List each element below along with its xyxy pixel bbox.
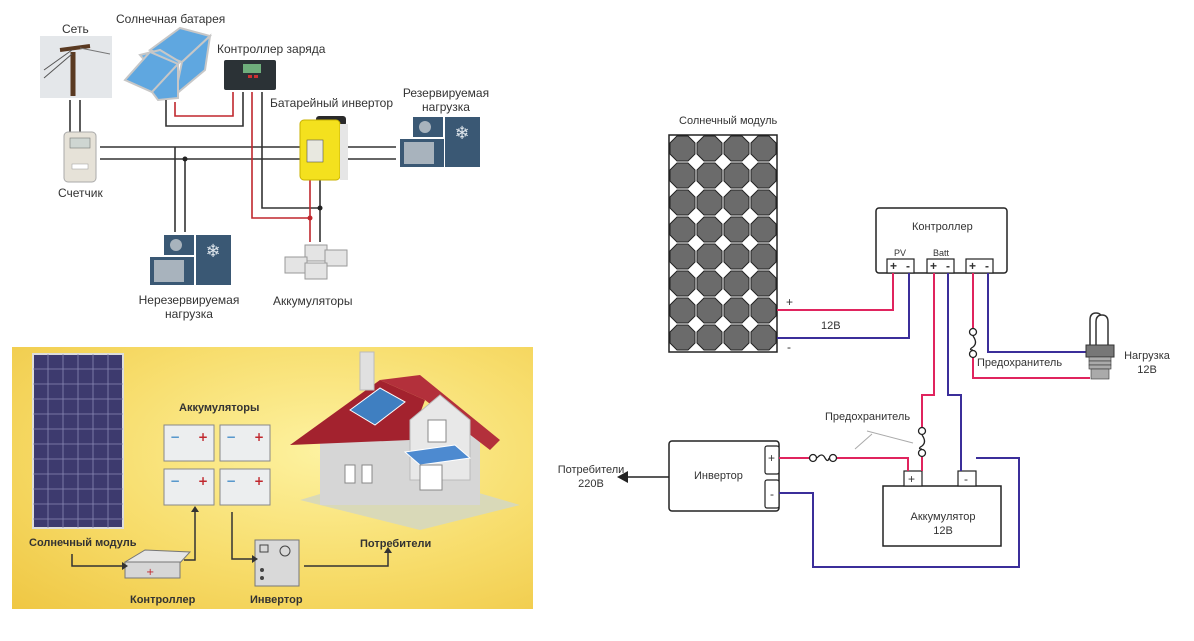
electric-meter-icon	[63, 131, 97, 183]
module-plus: +	[786, 295, 794, 309]
svg-text:+: +	[254, 474, 264, 488]
svg-text:−: −	[170, 474, 180, 488]
battery-inverter-icon	[299, 116, 348, 181]
svg-text:−: −	[170, 430, 180, 444]
svg-text:+: +	[198, 430, 208, 444]
arrow-head	[252, 555, 258, 563]
module-minus: -	[787, 340, 791, 354]
svg-text:−: −	[226, 474, 236, 488]
label-unreserved-load: Нерезервируемая нагрузка	[138, 293, 240, 321]
arrow-head	[191, 506, 199, 512]
label-solar-battery: Солнечная батарея	[116, 12, 226, 26]
svg-text:❄: ❄	[454, 123, 469, 144]
reserved-load-icon: ❄	[400, 117, 480, 167]
svg-text:+: +	[146, 567, 154, 578]
label-load: Нагрузка 12В	[1124, 350, 1170, 376]
pv-minus: -	[906, 259, 910, 273]
load-plus: +	[969, 259, 977, 273]
controller-box-icon: +	[123, 549, 192, 579]
label-inverter: Инвертор	[694, 470, 743, 482]
solar-module-icon	[32, 353, 124, 529]
solar-panels-icon	[123, 26, 213, 102]
dark-wires	[69, 92, 396, 242]
solar-module-schematic	[668, 134, 778, 353]
label-solar-module: Солнечный модуль	[679, 115, 778, 127]
fuse-battery-icon	[917, 426, 927, 458]
inverter-box-icon	[254, 539, 300, 587]
label-controller-bottom: Контроллер	[130, 594, 196, 606]
label-batteries-top: Аккумуляторы	[273, 294, 353, 308]
label-batteries-bottom: Аккумуляторы	[179, 402, 260, 414]
label-voltage-12v: 12В	[821, 320, 841, 332]
offgrid-diagram: − + − + − + − + +	[32, 351, 520, 587]
svg-text:❄: ❄	[205, 241, 220, 262]
label-inverter-bottom: Инвертор	[250, 594, 303, 606]
svg-text:+: +	[254, 430, 264, 444]
label-battery-inverter: Батарейный инвертор	[270, 96, 394, 110]
grid-tie-diagram: ❄ ❄	[40, 26, 480, 285]
arrow-head	[122, 562, 128, 570]
unreserved-load-icon: ❄	[150, 235, 231, 285]
label-grid: Сеть	[62, 22, 89, 36]
batteries-icon	[284, 244, 348, 280]
label-reserved-load: Резервируемая нагрузка	[402, 86, 490, 114]
label-battery: Аккумулятор 12В	[910, 511, 976, 537]
label-charge-controller: Контроллер заряда	[217, 42, 326, 56]
power-pole-icon	[40, 36, 112, 98]
label-meter: Счетчик	[58, 186, 103, 200]
batt-plus: +	[930, 259, 938, 273]
inverter-plus: +	[768, 451, 776, 465]
svg-text:−: −	[226, 430, 236, 444]
load-minus: -	[985, 259, 989, 273]
fuse-inverter-icon	[808, 453, 838, 463]
label-fuse-load: Предохранитель	[977, 357, 1063, 369]
label-consumers-bottom: Потребители	[360, 538, 432, 550]
charge-controller-icon	[224, 60, 276, 90]
house-icon	[290, 351, 520, 530]
batt-minus: -	[946, 259, 950, 273]
battery-plus: +	[908, 472, 916, 486]
arrow-head	[384, 547, 392, 553]
pv-plus: +	[890, 259, 898, 273]
fuse-load-icon	[968, 327, 978, 359]
battery-bank-icon: − + − + − + − +	[163, 424, 271, 506]
label-consumers: Потребители 220В	[557, 464, 625, 490]
label-solar-module-bottom: Солнечный модуль	[29, 537, 137, 549]
positive-wires	[777, 273, 1090, 471]
svg-text:+: +	[198, 474, 208, 488]
lamp-icon	[1085, 312, 1115, 380]
fuse-callout-lines	[854, 430, 914, 450]
label-pv: PV	[894, 248, 907, 258]
label-fuse-main: Предохранитель	[825, 411, 911, 423]
label-batt: Batt	[933, 248, 950, 258]
inverter-minus: -	[770, 487, 774, 501]
label-controller: Контроллер	[912, 221, 973, 233]
red-wires	[174, 92, 311, 242]
battery-minus: -	[964, 472, 968, 486]
flow-arrows	[71, 512, 389, 567]
